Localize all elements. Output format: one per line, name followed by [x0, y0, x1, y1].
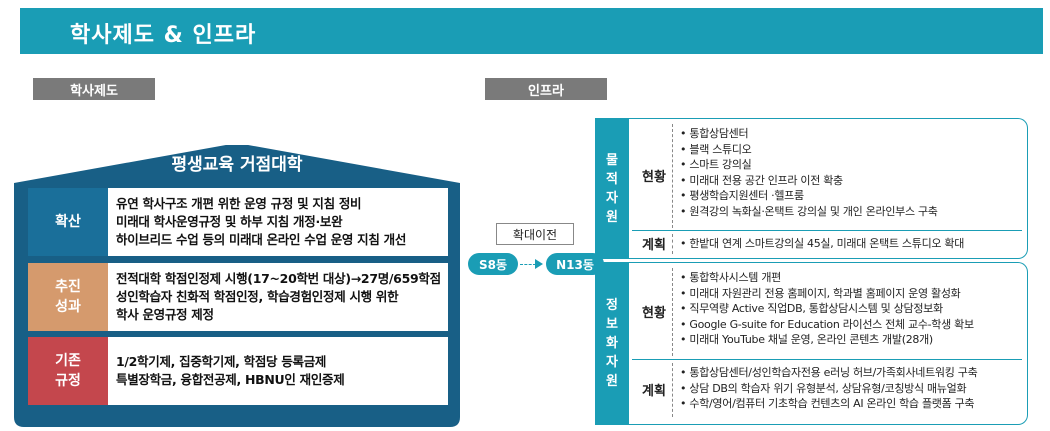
divider [672, 234, 673, 254]
list-item: 통합학사시스템 개편 [680, 270, 974, 286]
list-item: 직무역량 Active 직업DB, 통합상담시스템 및 상담정보화 [680, 301, 974, 317]
row-line: 성인학습자 친화적 학점인정, 학습경험인정제 시행 위한 [116, 289, 399, 304]
category-char: 원 [606, 209, 618, 225]
badge-text: 성과 [55, 299, 81, 315]
list-item: 상담 DB의 학습자 위기 유형분석, 상담유형/코칭방식 매뉴얼화 [680, 381, 977, 397]
row-line: 1/2학기제, 집중학기제, 학점당 등록금제 [116, 354, 327, 369]
info-plan-label: 계획 [642, 383, 666, 399]
academic-row-results: 추진 성과 전적대학 학점인정제 시행(17~20학번 대상)→27명/659학… [28, 263, 448, 331]
row-line: 유연 학사구조 개편 위한 운영 규정 및 지침 정비 [116, 196, 362, 211]
row-line: 학사 운영규정 제정 [116, 307, 214, 322]
list-item: 미래대 전용 공간 인프라 이전 확충 [680, 173, 938, 189]
physical-resources-category: 물 적 자 원 [595, 118, 629, 259]
academic-section-tag: 학사제도 [33, 78, 155, 100]
from-building-pill: S8동 [468, 253, 518, 275]
badge-text: 기존 [55, 353, 81, 369]
list-item: 통합상담센터/성인학습자전용 e러닝 허브/가족회사네트워킹 구축 [680, 365, 977, 381]
category-char: 물 [606, 152, 618, 168]
row-badge: 추진 성과 [28, 263, 108, 331]
list-item: 블랙 스튜디오 [680, 142, 938, 158]
divider [672, 363, 673, 417]
row-line: 미래대 학사운영규정 및 하부 지침 개정·보완 [116, 214, 343, 229]
relocation-arrow-line [520, 264, 536, 265]
header-banner: 학사제도 & 인프라 [20, 8, 1043, 54]
divider [672, 268, 673, 356]
category-char: 원 [606, 374, 618, 389]
relocation-label: 확대이전 [496, 223, 574, 245]
badge-text: 추진 [55, 279, 81, 295]
to-building-pill: N13동 [546, 253, 604, 275]
academic-house-panel: 평생교육 거점대학 확산 유연 학사구조 개편 위한 운영 규정 및 지침 정비… [14, 145, 460, 427]
list-item: 미래대 YouTube 채널 운영, 온라인 콘텐츠 개발(28개) [680, 332, 974, 348]
physical-plan-label: 계획 [642, 237, 666, 253]
divider [672, 124, 673, 228]
badge-text: 확산 [55, 214, 81, 230]
info-plan-list: 통합상담센터/성인학습자전용 e러닝 허브/가족회사네트워킹 구축 상담 DB의… [680, 365, 977, 412]
infra-section-tag: 인프라 [485, 78, 607, 100]
list-item: 원격강의 녹화실·온택트 강의실 및 개인 온라인부스 구축 [680, 204, 938, 220]
row-text: 1/2학기제, 집중학기제, 학점당 등록금제 특별장학금, 융합전공제, HB… [116, 353, 345, 389]
category-char: 자 [606, 190, 618, 206]
relocation-arrow-icon [535, 259, 543, 269]
row-badge: 기존 규정 [28, 337, 108, 405]
list-item: 스마트 강의실 [680, 157, 938, 173]
divider [632, 230, 1022, 231]
list-item: 한밭대 연계 스마트강의실 45실, 미래대 온택트 스튜디오 확대 [680, 236, 964, 252]
category-char: 정 [606, 298, 618, 313]
physical-current-label: 현황 [642, 169, 666, 185]
academic-row-existing: 기존 규정 1/2학기제, 집중학기제, 학점당 등록금제 특별장학금, 융합전… [28, 337, 448, 405]
info-current-list: 통합학사시스템 개편 미래대 자원관리 전용 홈페이지, 학과별 홈페이지 운영… [680, 270, 974, 348]
row-text: 유연 학사구조 개편 위한 운영 규정 및 지침 정비 미래대 학사운영규정 및… [116, 195, 406, 249]
category-char: 보 [606, 317, 618, 332]
list-item: 평생학습지원센터 ·헬프룸 [680, 188, 938, 204]
info-resources-category: 정 보 화 자 원 [595, 262, 629, 425]
row-text: 전적대학 학점인정제 시행(17~20학번 대상)→27명/659학점 성인학습… [116, 270, 441, 324]
list-item: 수학/영어/컴퓨터 기초학습 컨텐츠의 AI 온라인 학습 플랫폼 구축 [680, 396, 977, 412]
page-title: 학사제도 & 인프라 [70, 23, 257, 48]
row-line: 하이브리드 수업 등의 미래대 온라인 수업 운영 지침 개선 [116, 232, 407, 247]
academic-row-expansion: 확산 유연 학사구조 개편 위한 운영 규정 및 지침 정비 미래대 학사운영규… [28, 188, 448, 256]
row-line: 전적대학 학점인정제 시행(17~20학번 대상)→27명/659학점 [116, 271, 441, 286]
badge-text: 규정 [55, 373, 81, 389]
physical-current-list: 통합상담센터 블랙 스튜디오 스마트 강의실 미래대 전용 공간 인프라 이전 … [680, 126, 938, 219]
info-current-label: 현황 [642, 305, 666, 321]
row-badge: 확산 [28, 188, 108, 256]
divider [632, 359, 1022, 360]
list-item: 미래대 자원관리 전용 홈페이지, 학과별 홈페이지 운영 활성화 [680, 286, 974, 302]
category-char: 적 [606, 171, 618, 187]
house-title: 평생교육 거점대학 [171, 155, 303, 175]
physical-plan-list: 한밭대 연계 스마트강의실 45실, 미래대 온택트 스튜디오 확대 [680, 236, 964, 252]
list-item: Google G-suite for Education 라이선스 전체 교수-… [680, 317, 974, 333]
row-line: 특별장학금, 융합전공제, HBNU인 재인증제 [116, 372, 345, 387]
category-char: 자 [606, 355, 618, 370]
category-char: 화 [606, 336, 618, 351]
list-item: 통합상담센터 [680, 126, 938, 142]
